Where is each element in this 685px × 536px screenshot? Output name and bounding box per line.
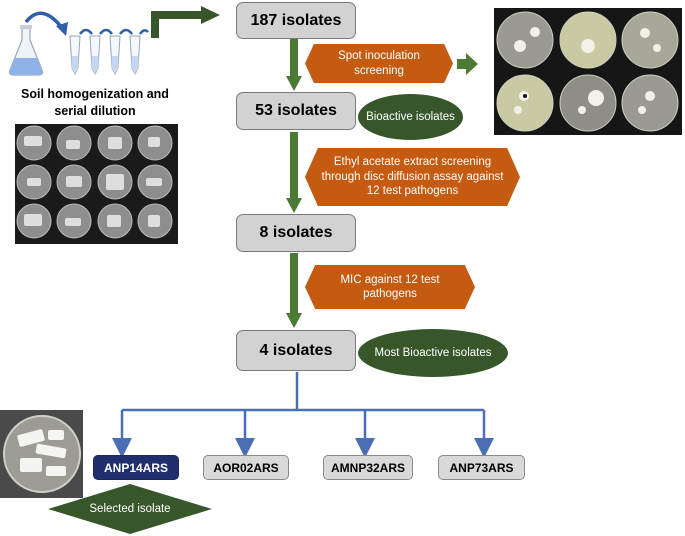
transfer-arc-arrow xyxy=(24,11,64,30)
soil-plates-photo xyxy=(15,124,178,244)
elbow-arrow xyxy=(151,11,203,38)
isolate-anp73ars: ANP73ARS xyxy=(438,455,525,480)
stage-arrows xyxy=(286,38,302,328)
process-spot-inoculation: Spot inoculation screening xyxy=(305,44,453,83)
stage-187-isolates: 187 isolates xyxy=(236,2,356,39)
stage-53-isolates: 53 isolates xyxy=(236,92,356,130)
branch-lines xyxy=(112,372,494,458)
outcome-bioactive: Bioactive isolates xyxy=(358,94,463,140)
stage-4-isolates: 4 isolates xyxy=(236,330,356,371)
stage-8-isolates: 8 isolates xyxy=(236,214,356,252)
selected-isolate-plate-photo xyxy=(0,410,83,498)
process-ethyl-acetate-screening: Ethyl acetate extract screening through … xyxy=(305,148,520,206)
outcome-most-bioactive: Most Bioactive isolates xyxy=(358,329,508,377)
plates-arrow xyxy=(457,53,478,75)
isolate-aor02ars: AOR02ARS xyxy=(203,455,289,480)
flask-icon xyxy=(8,25,44,76)
isolate-anp14ars: ANP14ARS xyxy=(93,455,179,480)
spot-inoculation-plates-photo xyxy=(494,8,682,135)
soil-caption: Soil homogenization and serial dilution xyxy=(21,87,169,118)
dilution-tubes-icon xyxy=(69,28,149,76)
process-mic: MIC against 12 test pathogens xyxy=(305,265,475,309)
isolate-amnp32ars: AMNP32ARS xyxy=(323,455,413,480)
